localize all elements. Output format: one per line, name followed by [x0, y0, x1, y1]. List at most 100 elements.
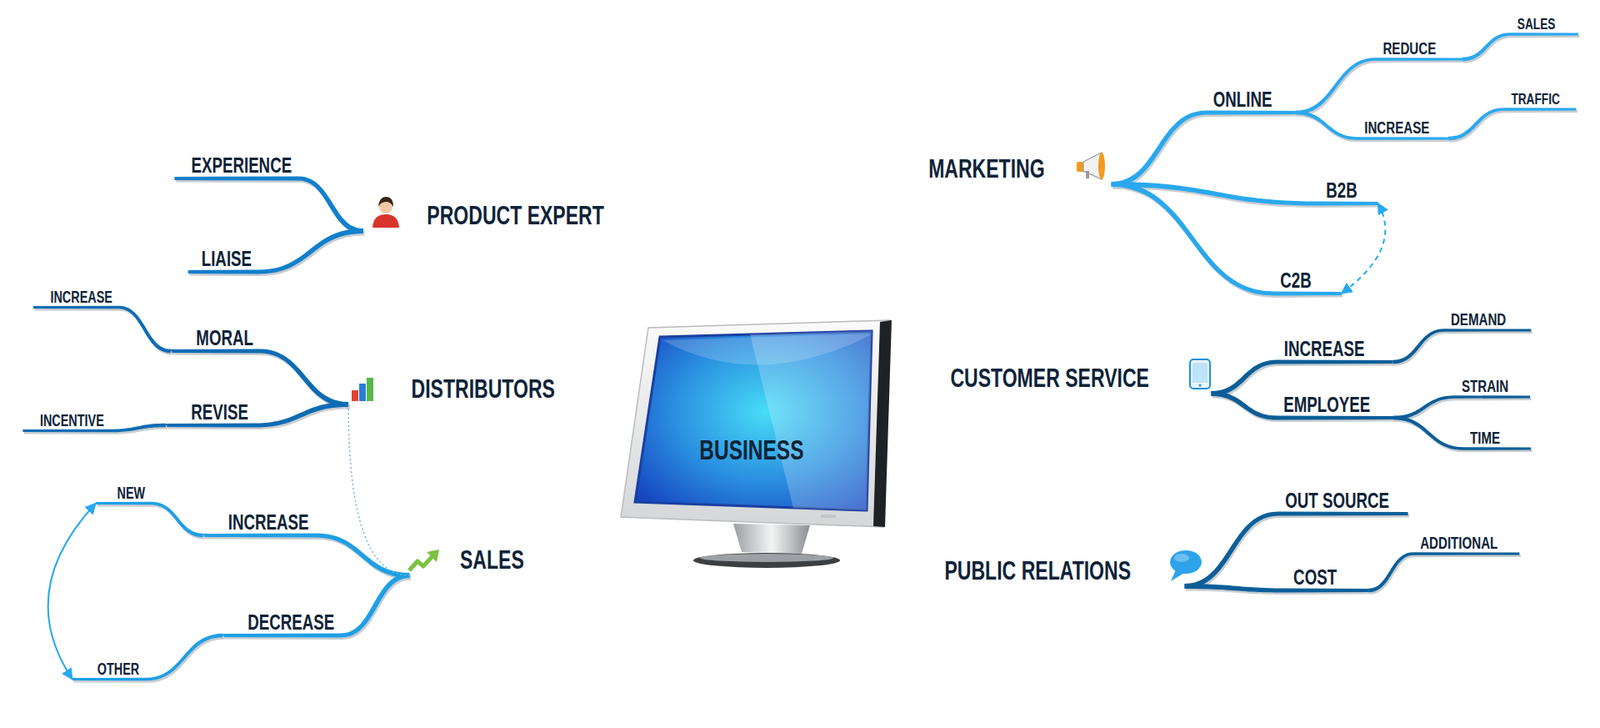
branch-topic: DISTRIBUTORS [383, 375, 583, 402]
branch-line [1110, 110, 1295, 188]
screen-glare [662, 333, 870, 365]
branch-line [165, 401, 349, 428]
branch-line [203, 533, 410, 579]
megaphone-icon [1076, 152, 1105, 180]
cross-link [1341, 203, 1386, 294]
topic-text: CUSTOMER SERVICE [950, 364, 1150, 391]
topic-text: LIAISE [201, 247, 252, 270]
branch-topic: TRAFFIC [1501, 90, 1570, 108]
chart-bar [351, 390, 359, 401]
branch-shadow [1463, 35, 1580, 64]
branch-connector [1185, 583, 1370, 595]
branch-topic: MORAL [185, 326, 265, 349]
branch-line [72, 633, 223, 680]
cross-link [48, 503, 96, 680]
link-line [348, 404, 410, 575]
monitor-base-top [700, 553, 834, 562]
branch-connector [1110, 110, 1297, 190]
branch-connector [165, 401, 350, 430]
topic-text: OTHER [97, 660, 140, 677]
branch-connector [1295, 57, 1464, 116]
growth-arrow-icon [409, 549, 440, 570]
branch-topic: NEW [111, 484, 151, 502]
tablet-body [1190, 359, 1210, 389]
branch-line [95, 501, 204, 537]
link-line [1341, 203, 1386, 294]
topic-text: PRODUCT EXPERT [426, 201, 605, 229]
link-line [48, 503, 96, 680]
branch-connector [95, 501, 205, 540]
branch-topic: SALES [447, 545, 537, 573]
tablet-button [1199, 384, 1202, 387]
branch-connector [1393, 415, 1532, 452]
branch-connector [1368, 551, 1521, 594]
branch-shadow [224, 575, 412, 640]
branch-connector [175, 176, 365, 236]
branch-shadow [1112, 112, 1297, 190]
tablet-screen [1192, 362, 1208, 383]
branch-line [1393, 415, 1531, 450]
topic-text: INCREASE [50, 288, 112, 305]
branch-connector [1392, 328, 1532, 365]
arrow-stroke [409, 555, 433, 570]
branch-topic: SALES [1510, 15, 1563, 33]
bubble-tail [1170, 569, 1185, 581]
branch-topic: EXPERIENCE [171, 154, 312, 176]
topic-text: REDUCE [1382, 39, 1436, 57]
topic-text: OUT SOURCE [1285, 489, 1390, 511]
branch-topic: CUSTOMER SERVICE [911, 364, 1188, 391]
topic-text: NEW [116, 484, 145, 501]
branch-topic: MARKETING [905, 155, 1068, 182]
central-topic: BUSINESS [626, 333, 877, 509]
branch-connector [1295, 110, 1450, 142]
branch-line [1295, 110, 1448, 140]
branch-topic: ONLINE [1201, 88, 1284, 110]
branch-line [33, 305, 171, 353]
bubble-body [1170, 550, 1202, 574]
branch-topic: ADDITIONAL [1405, 533, 1514, 552]
topic-text: PUBLIC RELATIONS [944, 556, 1131, 584]
topic-text: C2B [1280, 269, 1311, 291]
branch-topic: REDUCE [1372, 39, 1447, 58]
branch-topic: B2B [1320, 179, 1364, 201]
monitor-side [873, 320, 892, 527]
branch-connector [222, 572, 411, 640]
branch-line [1392, 328, 1531, 364]
branch-topic: DEMAND [1440, 310, 1517, 329]
branch-line [222, 572, 410, 638]
branch-topic: EMPLOYEE [1266, 393, 1387, 415]
branch-shadow [175, 178, 365, 236]
branch-line [1111, 181, 1342, 296]
branch-topic: PUBLIC RELATIONS [908, 556, 1168, 584]
branch-connector [1184, 511, 1410, 591]
monitor-base [693, 552, 840, 568]
branch-shadow [1296, 60, 1464, 117]
branch-topic: OTHER [89, 660, 148, 678]
topic-text: DEMAND [1450, 310, 1506, 328]
branch-topic: PRODUCT EXPERT [392, 201, 639, 229]
branch-line [1210, 360, 1393, 397]
branch-connector [170, 349, 350, 410]
topic-text: ADDITIONAL [1420, 533, 1498, 551]
topic-text: INCREASE [1364, 118, 1430, 136]
branch-shadow [35, 307, 173, 355]
branch-line [1295, 57, 1462, 115]
branch-topic: OUT SOURCE [1265, 489, 1410, 511]
branch-topic: INCREASE [212, 510, 325, 533]
branch-topic: INCENTIVE [27, 411, 117, 430]
topic-text: B2B [1325, 179, 1357, 201]
topic-text: EMPLOYEE [1283, 393, 1370, 415]
branch-connector [72, 633, 225, 683]
branch-shadow [1449, 110, 1578, 143]
branch-topic: LIAISE [191, 247, 262, 270]
branch-connector [1448, 107, 1578, 142]
branch-line [1184, 511, 1408, 590]
branch-line [1185, 583, 1370, 593]
topic-text: BUSINESS [699, 435, 804, 464]
branch-shadow [1370, 554, 1521, 595]
branch-topic: INCREASE [1351, 118, 1443, 137]
monitor-neck [733, 523, 810, 554]
branch-shadow [97, 503, 205, 539]
